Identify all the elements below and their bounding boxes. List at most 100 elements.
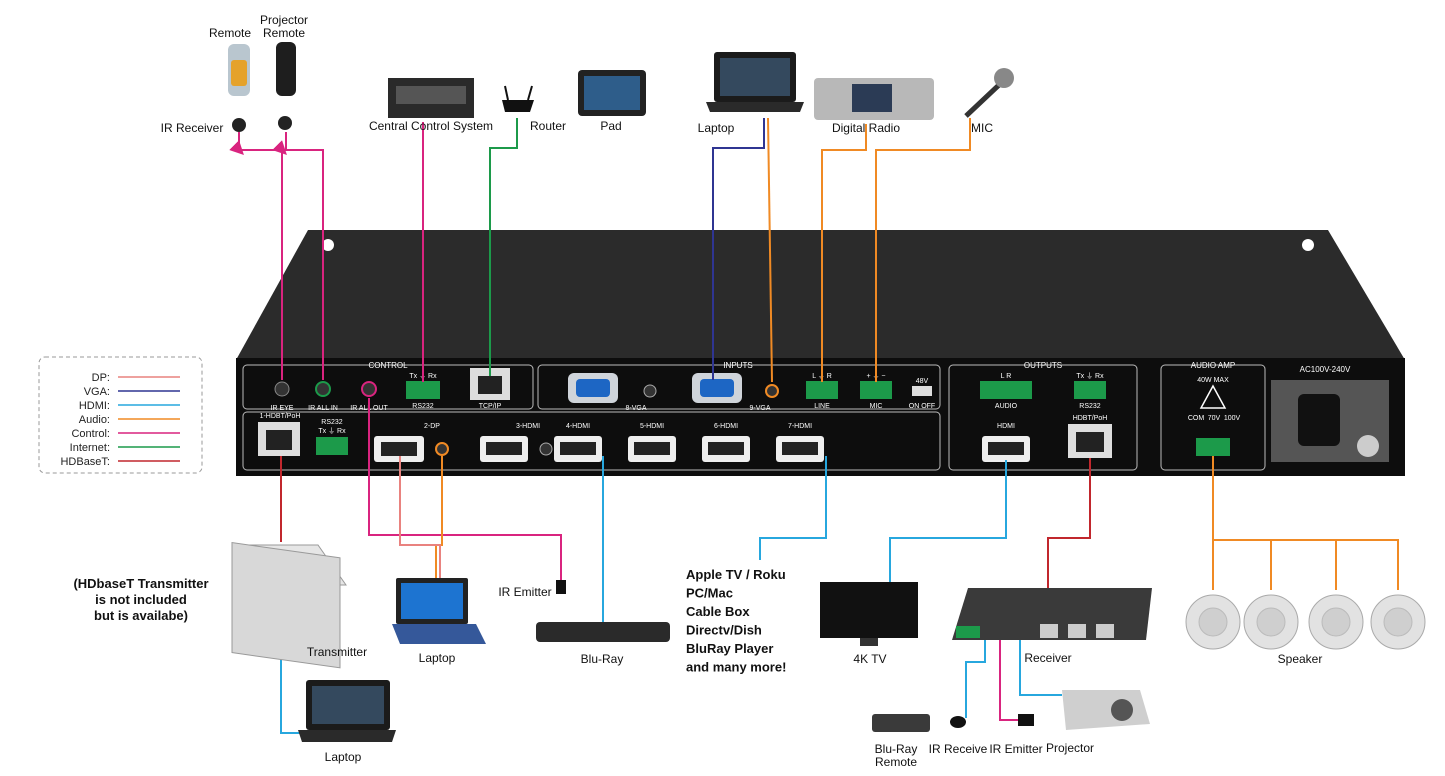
out-audio-label: AUDIO	[995, 403, 1018, 410]
vga8-socket	[576, 379, 610, 397]
ir-receiver-icon	[232, 118, 246, 132]
projector-lens	[1111, 699, 1133, 721]
laptop-mid-label: Laptop	[419, 651, 456, 665]
digital-radio-screen	[852, 84, 892, 112]
ground-screw-icon	[1357, 435, 1379, 457]
rs232-b-label: RS232	[321, 419, 343, 426]
amp-speaker-terminal[interactable]	[1196, 438, 1230, 456]
receiver-port-1	[1040, 624, 1058, 638]
power-inlet[interactable]	[1298, 394, 1340, 446]
wire-laptop-vga	[712, 118, 765, 380]
out-hdbt-label: HDBT/PoH	[1073, 415, 1108, 422]
wire-legend: DP:VGA:HDMI:Audio:Control:Internet:HDBas…	[38, 356, 203, 474]
amp-100v-label: 100V	[1224, 415, 1241, 422]
ir-receiver-bottom-label: IR Receive	[929, 742, 988, 756]
wire-mic	[875, 118, 971, 382]
wire-tv	[889, 460, 1007, 582]
source-item: and many more!	[686, 660, 786, 675]
remote-label: Remote	[209, 26, 251, 40]
bottom-devices: Transmitter (HDbaseT Transmitter is not …	[73, 542, 1426, 769]
ir-emitter-label: IR Emitter	[498, 585, 551, 599]
ir-all-in-label: IR ALL IN	[308, 405, 338, 412]
rack-hole-left	[322, 239, 334, 251]
tcpip-socket	[478, 376, 502, 394]
speaker-cone	[1198, 607, 1228, 637]
legend-items: DP:VGA:HDMI:Audio:Control:Internet:HDBas…	[60, 372, 180, 468]
legend-label-hdbaset: HDBaseT:	[60, 456, 110, 468]
bluray-icon	[536, 622, 670, 642]
projector-remote-label-2: Remote	[263, 26, 305, 40]
mic-label: MIC	[870, 403, 883, 410]
ir-receiver-label: IR Receiver	[161, 121, 224, 135]
source-item: Cable Box	[686, 604, 750, 619]
mic-device-label: MIC	[971, 121, 993, 135]
phantom-48v-switch[interactable]	[912, 386, 932, 396]
hdmi5-label: 5-HDMI	[640, 423, 664, 430]
bluray-remote-label-2: Remote	[875, 755, 917, 769]
mic-terminal[interactable]	[860, 381, 892, 399]
note-line-1: (HDbaseT Transmitter	[73, 576, 208, 591]
out-audio-lr-label: L R	[1001, 373, 1012, 380]
legend-frame	[38, 356, 203, 474]
control-header: CONTROL	[368, 361, 408, 370]
out-rs232-label: RS232	[1079, 403, 1101, 410]
projector-remote-label-1: Projector	[260, 13, 308, 27]
hdmi3-socket	[486, 442, 522, 455]
router-label: Router	[530, 119, 566, 133]
receiver-port-2	[1068, 624, 1086, 638]
hdbt-in-label: 1-HDBT/PoH	[260, 413, 301, 420]
speaker-cone	[1383, 607, 1413, 637]
warning-icon	[1199, 384, 1227, 409]
wire-digital-radio	[821, 124, 867, 382]
rs232-label: RS232	[412, 403, 434, 410]
remote-icon-buttons	[231, 60, 247, 86]
transmitter-label: Transmitter	[307, 645, 367, 659]
dp-audio-jack[interactable]	[435, 442, 449, 456]
tcpip-label: TCP/IP	[479, 403, 502, 410]
hdmi3-audio-jack[interactable]	[539, 442, 553, 456]
receiver-label: Receiver	[1024, 651, 1071, 665]
out-hdmi-socket	[988, 442, 1024, 455]
pad-screen	[584, 76, 640, 110]
hdmi7-label: 7-HDMI	[788, 423, 812, 430]
ir-emitter-bottom-label: IR Emitter	[989, 742, 1042, 756]
vga8-audio-jack[interactable]	[643, 384, 657, 398]
router-icon	[502, 100, 534, 112]
wire-ir-emitter-bottom	[999, 640, 1018, 721]
amp-70v-label: 70V	[1208, 415, 1221, 422]
phantom-48v-label: 48V	[916, 378, 929, 385]
ir-eye-port[interactable]	[274, 381, 290, 397]
vga8-label: 8-VGA	[625, 405, 646, 412]
rs232-terminal[interactable]	[406, 381, 440, 399]
out-audio-terminal[interactable]	[980, 381, 1032, 399]
vga9-audio-jack[interactable]	[765, 384, 779, 398]
inputs-section	[537, 364, 941, 410]
dp-label: 2-DP	[424, 423, 440, 430]
ir-all-in-port[interactable]	[315, 381, 331, 397]
vga9-socket	[700, 379, 734, 397]
speaker-cone	[1256, 607, 1286, 637]
line-terminal[interactable]	[806, 381, 838, 399]
ir-emitter-bottom-icon	[1018, 714, 1034, 726]
source-item: BluRay Player	[686, 641, 773, 656]
wire-laptop-audio	[767, 117, 773, 383]
legend-label-vga: VGA:	[84, 386, 110, 398]
projector-icon	[1062, 690, 1150, 730]
source-item: Directv/Dish	[686, 623, 762, 638]
bluray-remote-label-1: Blu-Ray	[875, 742, 918, 756]
tv-icon	[820, 582, 918, 638]
ir-all-out-port[interactable]	[361, 381, 377, 397]
rack-hole-right	[1302, 239, 1314, 251]
rs232-b-terminal[interactable]	[316, 437, 348, 455]
hdmi4-socket	[560, 442, 596, 455]
rs232-b-txrx-label: Tx ⏚ Rx	[318, 427, 346, 435]
outputs-section	[948, 364, 1138, 471]
hdmi4-label: 4-HDMI	[566, 423, 590, 430]
hdmi7-socket	[782, 442, 818, 455]
ir-receiver-icon-2	[278, 116, 292, 130]
out-rs232-terminal[interactable]	[1074, 381, 1106, 399]
connection-wires	[229, 117, 1399, 734]
wire-sources	[759, 456, 827, 560]
wire-dp	[399, 456, 441, 578]
